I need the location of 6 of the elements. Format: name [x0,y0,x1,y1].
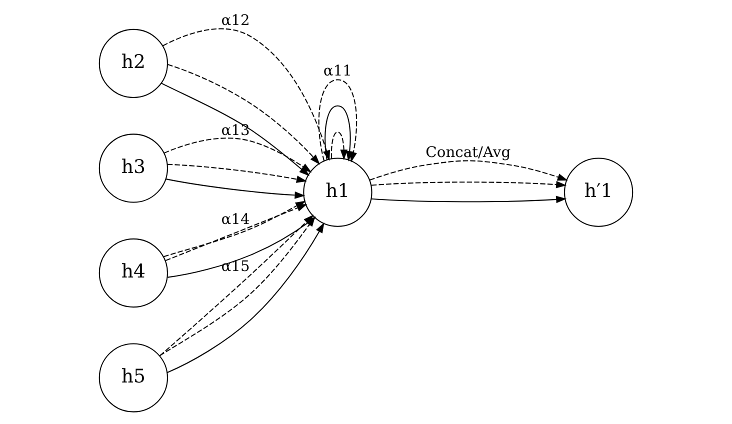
edge-label: α11 [323,62,352,80]
edge-label: α15 [221,258,250,275]
edge-label: α14 [221,210,250,228]
edge-label: α13 [221,121,250,138]
edge-label: α12 [221,11,250,28]
edge-label: Concat/Avg [426,143,511,160]
